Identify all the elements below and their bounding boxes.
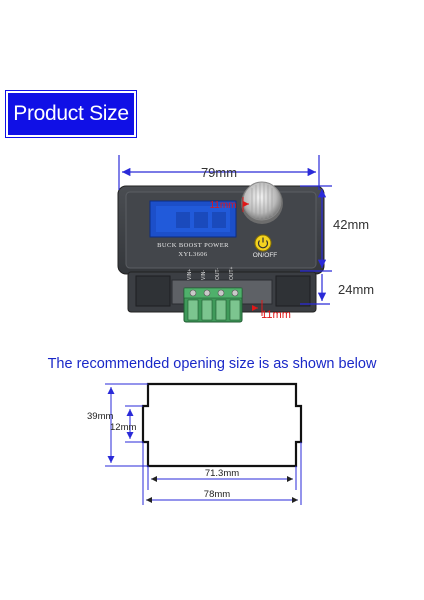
width-dimension xyxy=(118,155,320,190)
knob-label: 11mm xyxy=(209,200,236,211)
knob-dimension xyxy=(242,197,249,212)
opening-outline xyxy=(141,382,303,468)
terminal-label-dim: 11mm xyxy=(261,309,291,321)
opening-height-label: 39mm xyxy=(87,411,113,422)
opening-height-dimension xyxy=(105,383,148,467)
outer-width-dimension xyxy=(142,442,302,505)
inner-width-label: 71.3mm xyxy=(205,468,239,479)
badge-label: Product Size xyxy=(13,102,129,125)
terminal-label: VIN+ xyxy=(187,269,193,280)
recommended-opening-caption: The recommended opening size is as shown… xyxy=(47,356,377,372)
outer-width-label: 78mm xyxy=(204,489,230,500)
notch-height-label: 12mm xyxy=(110,422,136,433)
width-label: 79mm xyxy=(201,165,237,180)
depth-dimension xyxy=(300,274,330,305)
terminal-dimension xyxy=(252,300,263,316)
power-button[interactable] xyxy=(254,234,272,252)
power-button-label: ON/OFF xyxy=(253,252,278,259)
product-size-badge: Product Size xyxy=(6,91,136,137)
screen-text-line1: BUCK BOOST POWER xyxy=(157,242,229,249)
height-dimension xyxy=(300,185,332,272)
terminal-label: OUT- xyxy=(215,268,221,280)
lcd-screen xyxy=(149,200,237,238)
screen-text-line2: XYL3606 xyxy=(178,251,208,258)
terminal-block xyxy=(183,287,243,323)
terminal-label: VIN- xyxy=(201,270,207,280)
depth-label: 24mm xyxy=(338,282,374,297)
notch-height-dimension xyxy=(125,405,143,443)
terminal-labels: VIN+ VIN- OUT- OUT+ xyxy=(187,266,235,280)
height-label: 42mm xyxy=(333,217,369,232)
rotary-knob[interactable] xyxy=(241,181,283,224)
inner-width-dimension xyxy=(147,466,297,490)
terminal-label: OUT+ xyxy=(229,266,235,280)
